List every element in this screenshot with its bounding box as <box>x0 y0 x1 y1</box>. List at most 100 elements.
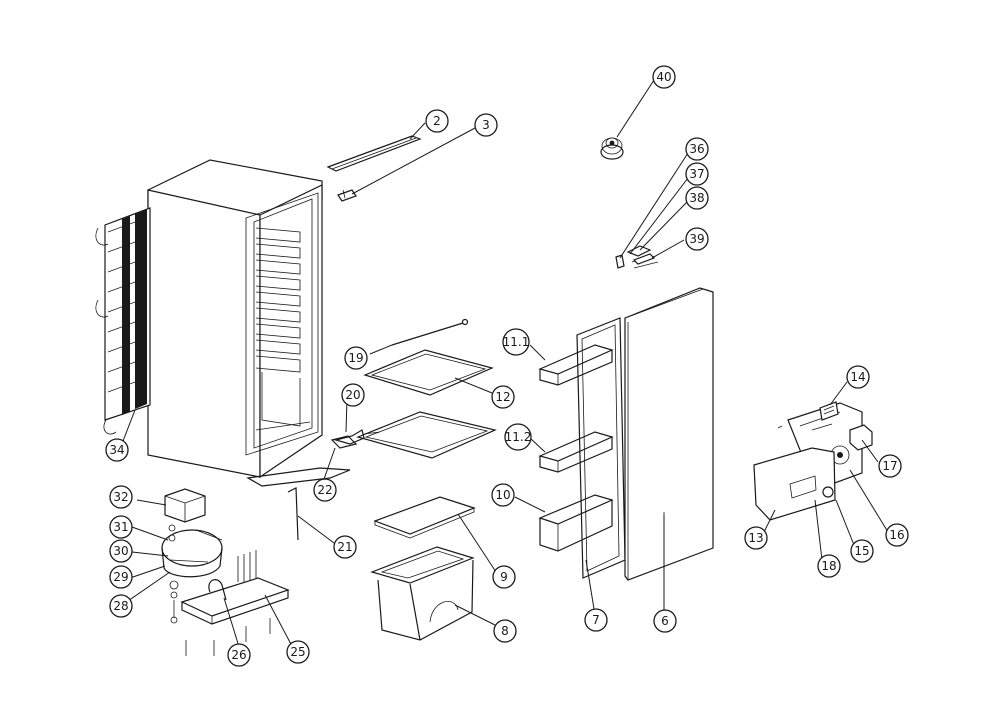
part-callouts: 40 2 3 36 37 38 39 11.1 19 12 20 14 11.2 34 17 22 10 32 13… <box>105 65 909 667</box>
callout-circle <box>502 328 530 356</box>
callout-38: 38 <box>685 186 709 210</box>
callout-37: 37 <box>685 162 709 186</box>
callout-label: 39 <box>689 232 704 246</box>
callout-20: 20 <box>341 383 365 407</box>
callout-7: 7 <box>584 608 608 632</box>
callout-14: 14 <box>846 365 870 389</box>
callout-13: 13 <box>744 526 768 550</box>
glass-shelf-lower <box>356 411 497 459</box>
callout-label: 12 <box>495 390 510 404</box>
callout-circle <box>344 346 368 370</box>
callout-circle <box>341 383 365 407</box>
callout-29: 29 <box>109 565 133 589</box>
callout-17: 17 <box>878 454 902 478</box>
callout-circle <box>817 554 841 578</box>
callout-26: 26 <box>227 643 251 667</box>
callout-12: 12 <box>491 385 515 409</box>
callout-circle <box>109 539 133 563</box>
glass-shelf-upper <box>363 349 494 396</box>
callout-25: 25 <box>286 640 310 664</box>
callout-label: 6 <box>661 614 669 628</box>
callout-circle <box>313 478 337 502</box>
relay-box-32 <box>164 488 206 523</box>
callout-36: 36 <box>685 137 709 161</box>
callout-label: 26 <box>231 648 246 662</box>
door-balcony-10 <box>538 494 614 552</box>
callout-39: 39 <box>685 227 709 251</box>
callout-9: 9 <box>492 565 516 589</box>
callout-label: 13 <box>748 531 763 545</box>
callout-label: 7 <box>592 613 600 627</box>
base-plate-25 <box>180 577 290 625</box>
cabinet-shelf-ribs <box>255 227 311 431</box>
callout-6: 6 <box>653 609 677 633</box>
callout-circle <box>744 526 768 550</box>
callout-circle <box>109 594 133 618</box>
callout-label: 16 <box>889 528 904 542</box>
callout-label: 9 <box>500 570 508 584</box>
callout-label: 21 <box>337 540 352 554</box>
callout-circle <box>492 565 516 589</box>
callout-label: 31 <box>113 520 128 534</box>
callout-label: 2 <box>433 114 441 128</box>
callout-circle <box>333 535 357 559</box>
callout-label: 3 <box>482 118 490 132</box>
callout-circle <box>474 113 498 137</box>
callout-circle <box>425 109 449 133</box>
callout-circle <box>493 619 517 643</box>
callout-21: 21 <box>333 535 357 559</box>
top-rail-part-2 <box>326 135 422 172</box>
hinge-parts <box>615 245 659 269</box>
door-balcony-11-1 <box>538 344 614 386</box>
callout-11-1: 11.1 <box>502 328 530 356</box>
condenser-coil <box>95 207 151 435</box>
callout-34: 34 <box>105 438 129 462</box>
pin-part-19 <box>391 318 469 346</box>
callout-label: 37 <box>689 167 704 181</box>
callout-circle <box>584 608 608 632</box>
door-panel-6 <box>624 287 714 581</box>
callout-31: 31 <box>109 515 133 539</box>
callout-22: 22 <box>313 478 337 502</box>
callout-circle <box>850 539 874 563</box>
crisper-cover-9 <box>373 496 476 539</box>
callout-circle <box>685 186 709 210</box>
callout-circle <box>685 227 709 251</box>
door-balcony-11-2 <box>538 431 614 473</box>
callout-circle <box>227 643 251 667</box>
callout-label: 11.1 <box>503 335 530 349</box>
callout-label: 10 <box>495 488 510 502</box>
callout-label: 8 <box>501 624 509 638</box>
callout-label: 38 <box>689 191 704 205</box>
thermostat-knob-40 <box>600 137 624 160</box>
callout-label: 11.2 <box>505 430 532 444</box>
callout-label: 20 <box>345 388 360 402</box>
callout-circle <box>846 365 870 389</box>
callout-15: 15 <box>850 539 874 563</box>
mounting-hardware <box>169 550 271 656</box>
refrigerator-cabinet <box>147 159 358 487</box>
callout-label: 17 <box>882 459 897 473</box>
callout-label: 36 <box>689 142 704 156</box>
callout-label: 40 <box>656 70 671 84</box>
callout-label: 32 <box>113 490 128 504</box>
bracket-part-20 <box>333 429 381 445</box>
crisper-drawer-8 <box>370 546 475 641</box>
callout-circle <box>652 65 676 89</box>
control-panel-assembly <box>753 401 873 521</box>
callout-3: 3 <box>474 113 498 137</box>
callout-32: 32 <box>109 485 133 509</box>
callout-circle <box>109 565 133 589</box>
callout-label: 30 <box>113 544 128 558</box>
callout-label: 29 <box>113 570 128 584</box>
callout-label: 34 <box>109 443 124 457</box>
callout-11-2: 11.2 <box>504 423 532 451</box>
callout-30: 30 <box>109 539 133 563</box>
callout-circle <box>878 454 902 478</box>
callout-16: 16 <box>885 523 909 547</box>
callout-circle <box>109 515 133 539</box>
bracket-part-3 <box>337 189 357 202</box>
callout-19: 19 <box>344 346 368 370</box>
tube-26 <box>208 579 227 601</box>
